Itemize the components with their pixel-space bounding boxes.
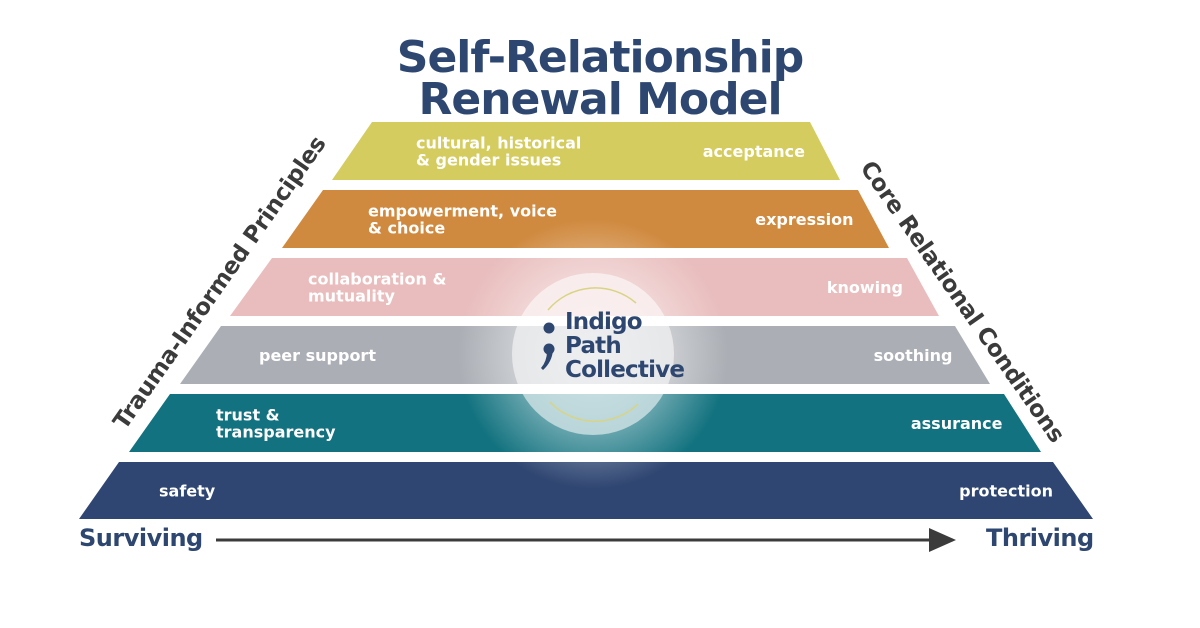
tier-2-principle-line: empowerment, voice (368, 202, 557, 221)
tier-4-principle-line: peer support (259, 346, 376, 365)
title-line-1: Self-Relationship (396, 32, 805, 83)
tier-1-band (332, 122, 840, 180)
tier-5-principle-line: transparency (216, 423, 336, 442)
tier-5-condition: assurance (911, 414, 1003, 433)
tier-1-condition: acceptance (703, 142, 805, 161)
logo (458, 219, 728, 489)
surviving-label: Surviving (79, 524, 203, 552)
tier-1-principle-line: cultural, historical (416, 134, 581, 153)
tier-6-band (79, 462, 1093, 519)
tier-2-condition: expression (755, 210, 853, 229)
logo-text-1: Indigo (565, 309, 643, 335)
tier-1-principle-line: & gender issues (416, 151, 561, 170)
semicolon-icon (543, 322, 555, 334)
tier-2-principle-line: & choice (368, 219, 445, 238)
tier-3-condition: knowing (827, 278, 903, 297)
tier-6-condition: protection (959, 482, 1053, 501)
thriving-label: Thriving (986, 524, 1094, 552)
logo-text-3: Collective (565, 357, 685, 383)
tier-5-principle-line: trust & (216, 406, 280, 425)
tier-4-condition: soothing (874, 346, 953, 365)
logo-text-2: Path (565, 333, 622, 359)
tier-6-principle-line: safety (159, 482, 216, 501)
title-line-2: Renewal Model (418, 74, 782, 125)
logo-ring-bottom (549, 401, 639, 423)
tier-3-principle-line: collaboration & (308, 270, 446, 289)
tier-2-band (282, 190, 889, 248)
tier-3-principle-line: mutuality (308, 287, 396, 306)
logo-ring-top (547, 287, 637, 311)
